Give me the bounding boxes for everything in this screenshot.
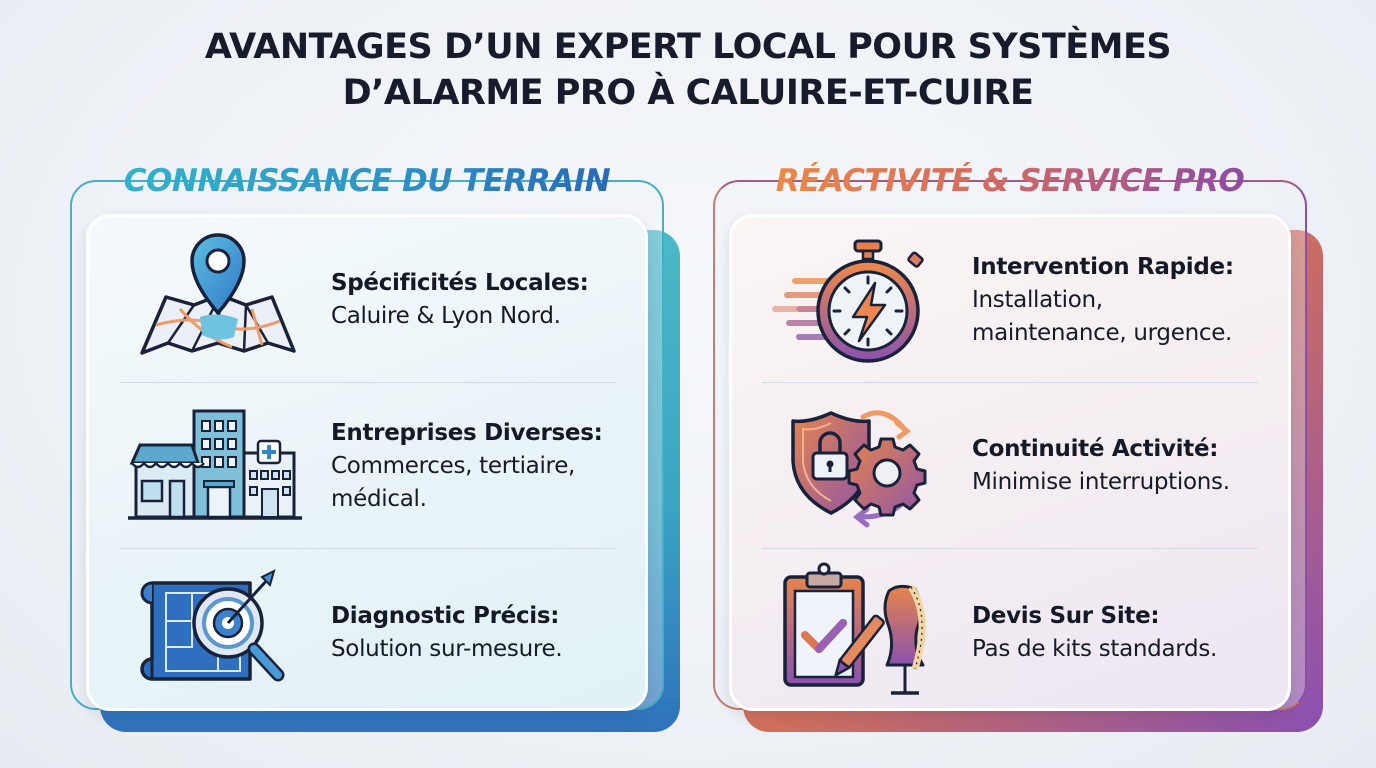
item-description: Installation, maintenance, urgence. — [972, 286, 1233, 346]
page-title-line-2: D’ALARME PRO À CALUIRE-ET-CUIRE — [342, 73, 1034, 113]
item-title: Continuité Activité: — [972, 436, 1219, 462]
page-title-line-1: AVANTAGES D’UN EXPERT LOCAL POUR SYSTÈME… — [204, 27, 1172, 67]
item-title: Spécificités Locales: — [331, 270, 589, 296]
list-item: Diagnostic Précis: Solution sur-mesure. — [119, 549, 615, 715]
item-description: Caluire & Lyon Nord. — [331, 303, 561, 329]
item-title: Devis Sur Site: — [972, 602, 1160, 629]
panel-card: Intervention Rapide: Installation, maint… — [729, 214, 1291, 711]
panel-heading-text: RÉACTIVITÉ & SERVICE PRO — [764, 160, 1257, 202]
list-item: Continuité Activité: Minimise interrupti… — [762, 383, 1258, 549]
list-item: Intervention Rapide: Installation, maint… — [762, 217, 1258, 383]
blueprint-target-icon — [119, 557, 315, 707]
list-item: Entreprises Diverses: Commerces, tertiai… — [119, 383, 615, 549]
clipboard-mannequin-icon — [762, 557, 958, 707]
panel-heading-text: CONNAISSANCE DU TERRAIN — [112, 160, 622, 202]
shield-lock-gear-icon — [762, 391, 958, 541]
buildings-icon — [119, 391, 315, 541]
list-item: Spécificités Locales: Caluire & Lyon Nor… — [119, 217, 615, 383]
item-description: Pas de kits standards. — [972, 635, 1218, 662]
item-title: Entreprises Diverses: — [331, 419, 603, 446]
map-pin-icon — [119, 225, 315, 375]
panel-reactivity-service: RÉACTIVITÉ & SERVICE PRO — [713, 163, 1323, 732]
stopwatch-bolt-icon — [762, 225, 958, 375]
panel-heading: CONNAISSANCE DU TERRAIN — [72, 160, 662, 202]
panel-heading: RÉACTIVITÉ & SERVICE PRO — [715, 160, 1305, 202]
item-description: Solution sur-mesure. — [331, 635, 563, 662]
page-title: AVANTAGES D’UN EXPERT LOCAL POUR SYSTÈME… — [0, 24, 1376, 116]
item-title: Diagnostic Précis: — [331, 602, 560, 629]
list-item: Devis Sur Site: Pas de kits standards. — [762, 549, 1258, 715]
panel-card: Spécificités Locales: Caluire & Lyon Nor… — [86, 214, 648, 711]
item-description: Commerces, tertiaire, médical. — [331, 452, 576, 512]
panel-local-knowledge: CONNAISSANCE DU TERRAIN — [70, 163, 680, 732]
item-description: Minimise interruptions. — [972, 469, 1230, 495]
item-title: Intervention Rapide: — [972, 253, 1234, 280]
